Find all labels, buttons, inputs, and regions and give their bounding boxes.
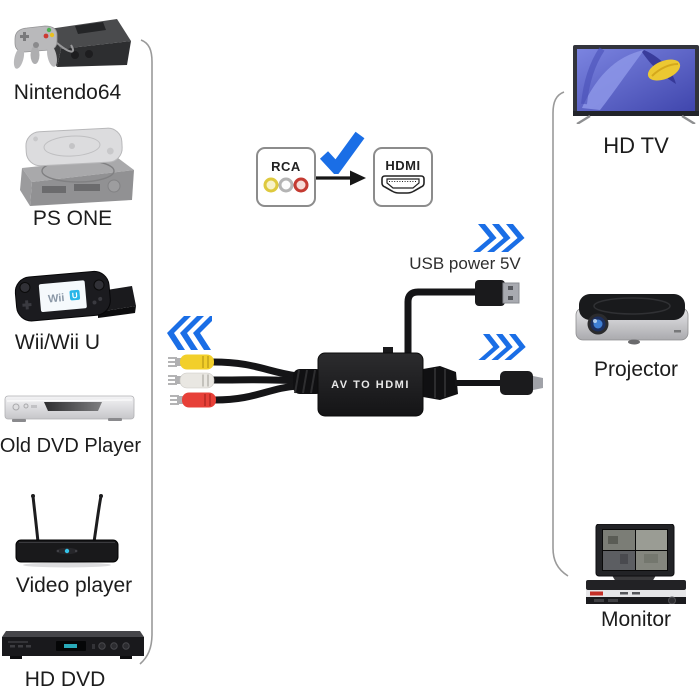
hdmi-plug: [500, 371, 543, 395]
rca-connectors-icon: [263, 177, 309, 192]
hd-dvd-label: HD DVD: [24, 668, 106, 691]
arrow-right-icon: [316, 170, 366, 186]
monitor-image: [586, 524, 686, 604]
check-icon: [319, 131, 365, 174]
ps-one-label: PS ONE: [32, 207, 113, 230]
converter-box: AV TO HDMI: [317, 347, 424, 417]
chevrons-left-icon: [167, 316, 212, 350]
nintendo64-label: Nintendo64: [13, 81, 122, 104]
hd-tv-image: [573, 45, 699, 124]
converter-label: AV TO HDMI: [331, 379, 410, 391]
cable-strain-relief: [293, 369, 323, 394]
converter-image: AV TO HDMI: [168, 280, 543, 417]
wii-screen-brand: Wii: [48, 292, 65, 305]
chevrons-right-bottom-icon: [478, 334, 526, 360]
wii-image: Wii U: [14, 270, 136, 322]
hd-tv-label: HD TV: [603, 133, 669, 158]
projector-image: [575, 294, 689, 345]
wii-label: Wii/Wii U: [14, 331, 101, 354]
chevrons-right-top-icon: [473, 224, 525, 252]
rca-plug-yellow: [168, 354, 214, 370]
projector-label: Projector: [593, 358, 679, 381]
rca-plug-white: [168, 372, 215, 389]
rca-badge: RCA: [256, 147, 316, 207]
hdmi-connector-icon: [381, 174, 425, 194]
nintendo64-image: [13, 19, 131, 69]
ps-one-image: [20, 127, 134, 206]
video-player-label: Video player: [15, 574, 133, 597]
usb-power-label: USB power 5V: [409, 254, 521, 273]
old-dvd-player-label: Old DVD Player: [0, 435, 142, 457]
wii-screen-u: U: [72, 291, 79, 300]
usb-plug: [475, 280, 520, 306]
old-dvd-player-image: [4, 395, 135, 422]
rca-cables: [212, 358, 298, 404]
hdmi-out-connector: [423, 366, 458, 400]
hdmi-badge: HDMI: [373, 147, 433, 207]
usb-cable: [404, 288, 477, 357]
hd-dvd-image: [2, 631, 144, 659]
hdmi-badge-label: HDMI: [385, 157, 421, 173]
video-player-image: [15, 494, 119, 568]
monitor-label: Monitor: [600, 608, 672, 631]
right-bracket: [552, 91, 569, 577]
rca-badge-label: RCA: [271, 158, 301, 174]
left-bracket: [139, 39, 153, 665]
rca-plug-red: [170, 392, 216, 408]
